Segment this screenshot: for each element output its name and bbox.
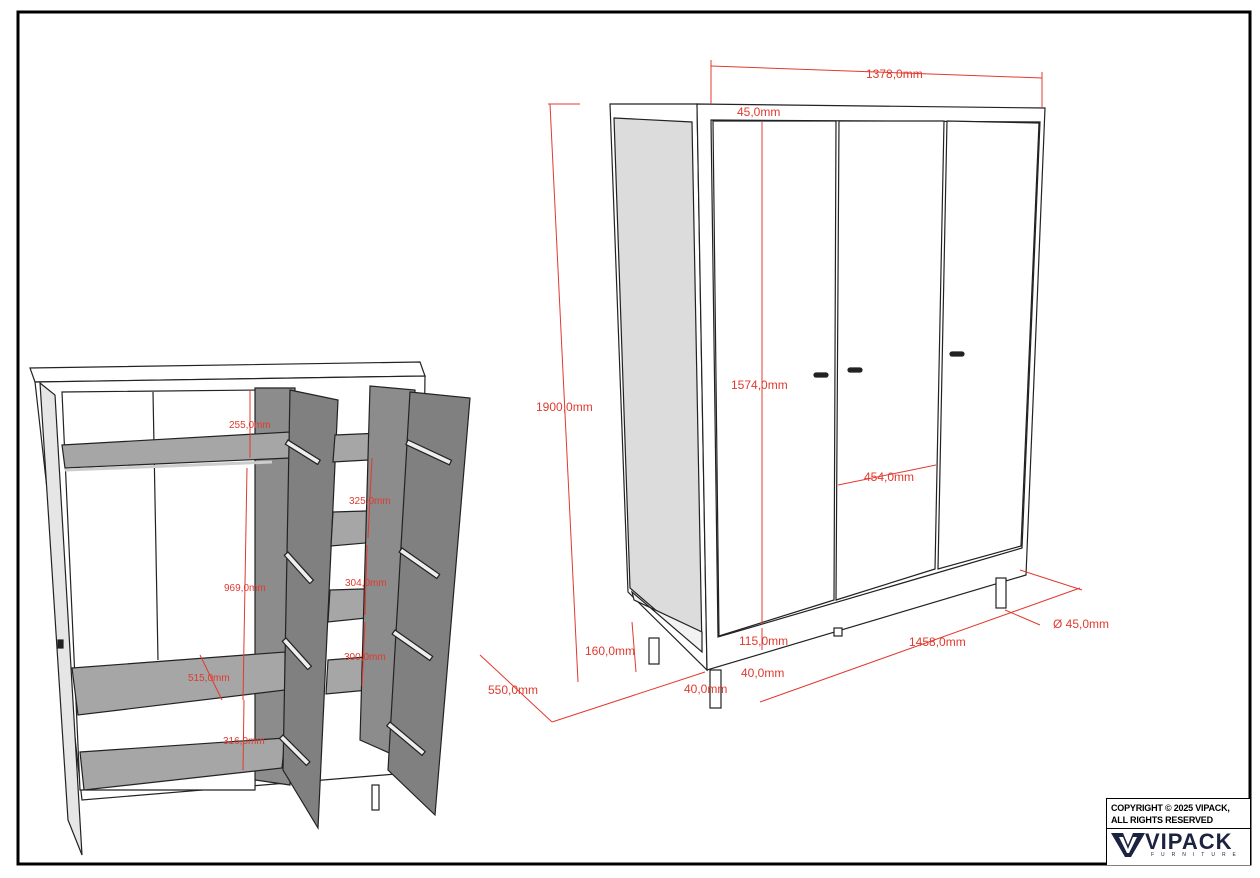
leg <box>833 627 843 637</box>
wardrobe-closed-view <box>609 103 1046 709</box>
door-middle <box>835 120 945 601</box>
copyright-box: COPYRIGHT © 2025 VIPACK, ALL RIGHTS RESE… <box>1106 798 1250 865</box>
dim-top-thickness: 45,0mm <box>737 105 780 119</box>
leg <box>995 577 1007 609</box>
dim-height: 1900,0mm <box>536 400 593 414</box>
dim-bottom-gap: 316,0mm <box>223 736 265 747</box>
brand-sub: FURNITURE <box>1151 852 1243 858</box>
dim-plinth-height: 115,0mm <box>739 634 788 648</box>
dimension-lines-left <box>199 390 373 771</box>
leg <box>709 669 722 709</box>
copyright-text: COPYRIGHT © 2025 VIPACK, ALL RIGHTS RESE… <box>1107 799 1250 829</box>
dim-leg-height: 160,0mm <box>585 644 635 658</box>
open-door-left <box>39 381 83 856</box>
dimension-lines-right <box>479 60 1083 723</box>
door-handle <box>949 351 965 357</box>
dim-shelf-depth: 515,0mm <box>188 673 230 684</box>
dim-hanging-height: 969,0mm <box>224 583 266 594</box>
dim-depth: 550,0mm <box>488 683 538 697</box>
wardrobe-open-view <box>29 361 471 856</box>
dim-door-height: 1574,0mm <box>731 378 788 392</box>
dim-side-b: 40,0mm <box>741 666 784 680</box>
dim-leg-diameter: Ø 45,0mm <box>1053 617 1109 631</box>
leg <box>648 637 660 665</box>
dim-shelf-gap-2: 304,0mm <box>345 578 387 589</box>
dim-door-width: 454,0mm <box>864 470 914 484</box>
door-left <box>712 120 837 637</box>
dim-shelf-gap-1: 325,0mm <box>349 496 391 507</box>
door-handle <box>813 372 829 378</box>
dim-side-a: 40,0mm <box>684 682 727 696</box>
brand-name: VIPACK <box>1145 829 1233 854</box>
dim-base-width: 1458,0mm <box>909 635 966 649</box>
copyright-line1: COPYRIGHT © 2025 VIPACK, <box>1111 803 1230 813</box>
vipack-logo-icon <box>1111 833 1145 857</box>
vipack-logo: VIPACK FURNITURE <box>1107 829 1250 861</box>
dim-top-gap: 255,0mm <box>229 420 271 431</box>
dim-shelf-gap-3: 300,0mm <box>344 652 386 663</box>
door-handle <box>847 367 863 373</box>
copyright-line2: ALL RIGHTS RESERVED <box>1111 815 1213 825</box>
open-door-right <box>387 391 471 817</box>
door-right <box>937 120 1040 570</box>
dim-width: 1378,0mm <box>866 67 923 81</box>
